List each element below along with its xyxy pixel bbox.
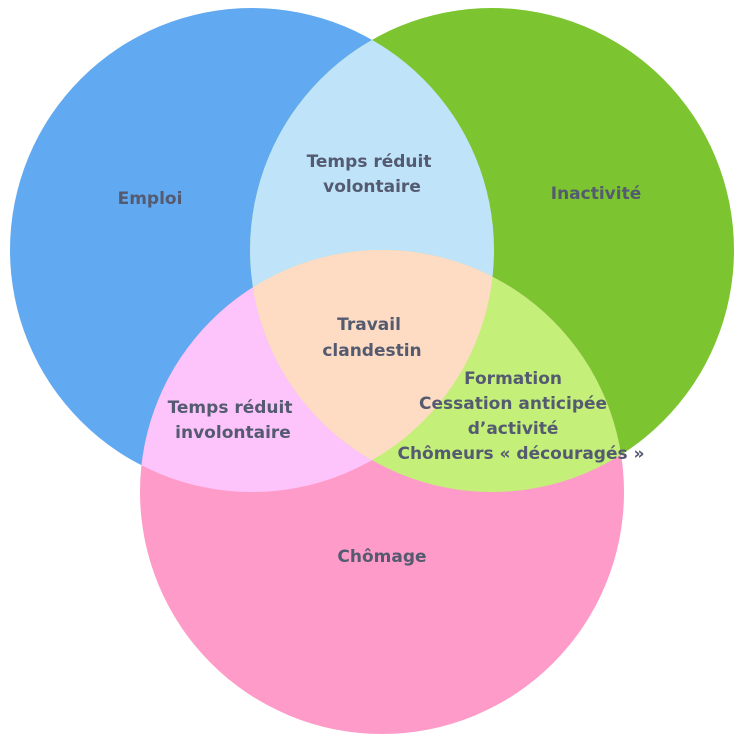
label-inactivite: Inactivité [551, 184, 642, 204]
label-line: volontaire [323, 177, 421, 197]
region-emploi-chomage [140, 250, 494, 492]
label-emploi-inactivite: Temps réduit volontaire [307, 152, 438, 197]
label-emploi: Emploi [118, 189, 183, 209]
label-line: Chômeurs « découragés » [397, 444, 644, 464]
label-line: Formation [464, 369, 562, 389]
label-emploi-chomage: Temps réduit involontaire [168, 398, 299, 443]
label-all-three: Travail clandestin [322, 315, 421, 361]
label-line: involontaire [175, 423, 291, 443]
label-line: Temps réduit [168, 398, 293, 418]
label-line: d’activité [468, 419, 559, 439]
label-line: clandestin [322, 341, 421, 361]
label-line: Temps réduit [307, 152, 432, 172]
label-chomage: Chômage [337, 547, 426, 567]
label-line: Cessation anticipée [419, 394, 607, 414]
label-inactivite-chomage: Formation Cessation anticipée d’activité… [397, 369, 644, 464]
label-line: Travail [337, 315, 401, 335]
